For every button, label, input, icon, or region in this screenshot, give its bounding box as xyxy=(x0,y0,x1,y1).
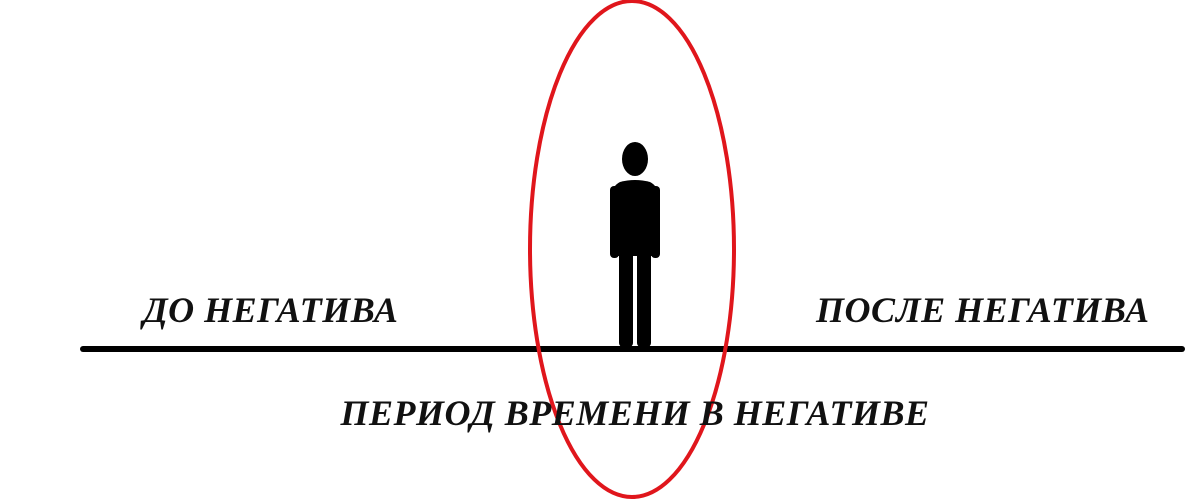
person-silhouette-icon xyxy=(610,142,660,347)
label-before-negative: ДО НЕГАТИВА xyxy=(143,290,399,330)
highlight-ellipse xyxy=(528,0,736,499)
label-period-in-negative: ПЕРИОД ВРЕМЕНИ В НЕГАТИВЕ xyxy=(340,393,930,433)
label-after-negative: ПОСЛЕ НЕГАТИВА xyxy=(816,290,1150,330)
